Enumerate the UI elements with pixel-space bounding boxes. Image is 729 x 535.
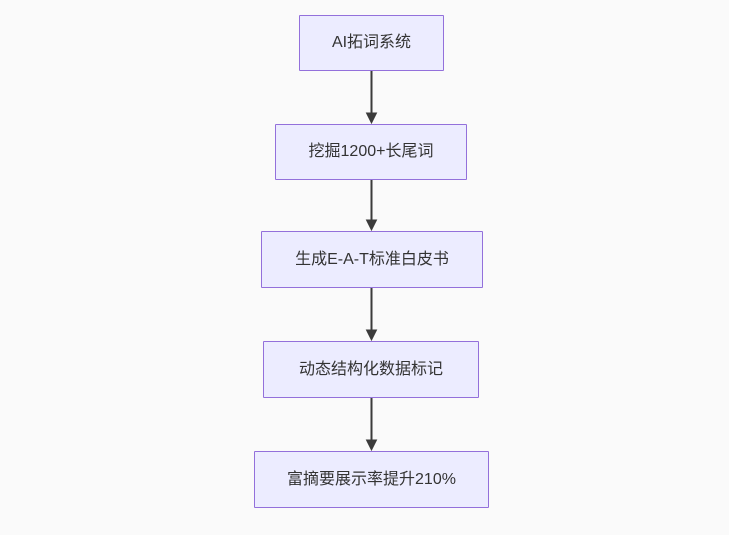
- flow-edge-1: [365, 71, 378, 125]
- flow-edge-4: [365, 398, 378, 452]
- arrow-down-icon: [365, 329, 378, 342]
- flow-edge-2: [365, 180, 378, 232]
- flow-node-longtail-mining: 挖掘1200+长尾词: [275, 124, 467, 180]
- flow-node-label: 挖掘1200+长尾词: [308, 143, 434, 160]
- arrow-down-icon: [365, 112, 378, 125]
- flow-node-ai-word-expansion: AI拓词系统: [299, 15, 444, 71]
- arrow-down-icon: [365, 219, 378, 232]
- flow-node-label: AI拓词系统: [331, 34, 412, 51]
- arrow-down-icon: [365, 439, 378, 452]
- flow-edge-3: [365, 288, 378, 342]
- flow-node-structured-data: 动态结构化数据标记: [263, 341, 479, 398]
- flow-node-label: 富摘要展示率提升210%: [287, 470, 456, 488]
- flow-node-label: 动态结构化数据标记: [298, 360, 443, 378]
- flow-node-rich-snippet-result: 富摘要展示率提升210%: [254, 451, 489, 508]
- flow-node-eat-whitepaper: 生成E-A-T标准白皮书: [261, 231, 483, 288]
- flow-node-label: 生成E-A-T标准白皮书: [295, 250, 449, 268]
